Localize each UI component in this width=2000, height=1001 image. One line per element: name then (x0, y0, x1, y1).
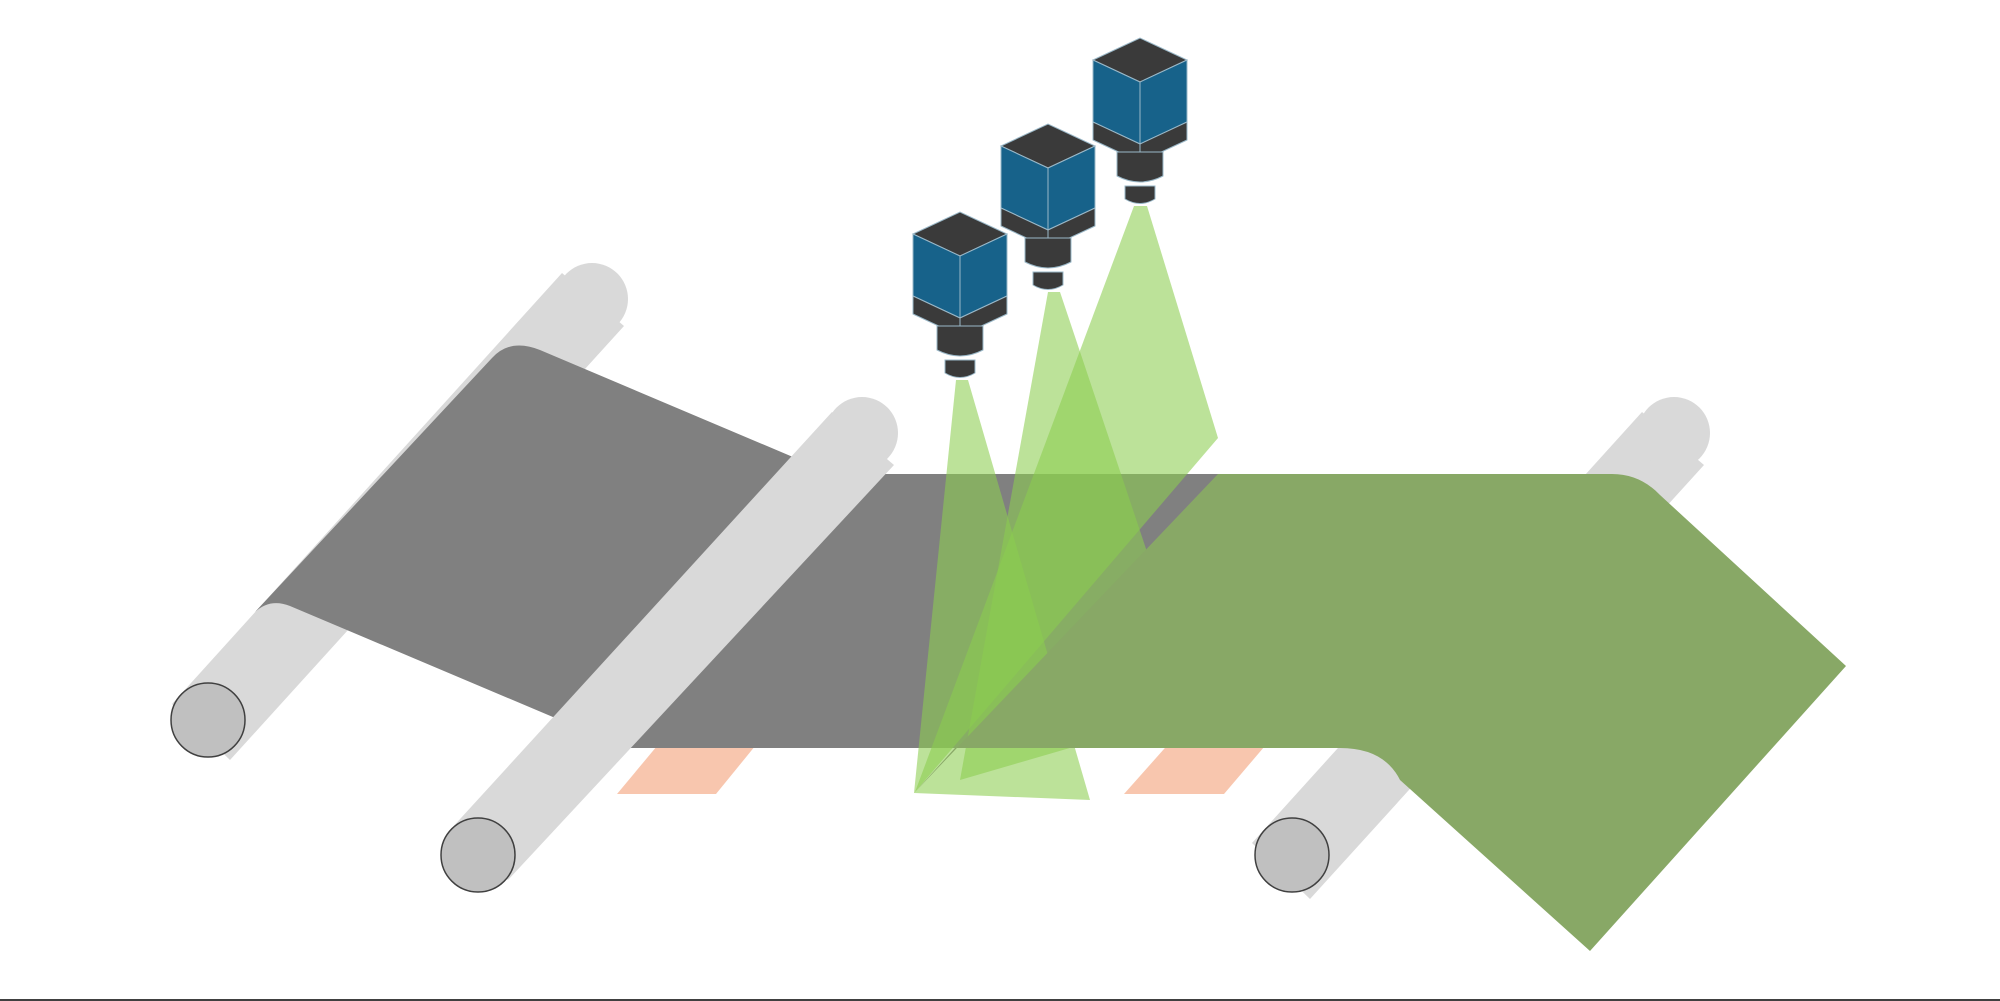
camera-1 (911, 211, 1009, 378)
roller-cap-middle (440, 817, 516, 893)
camera-3 (1091, 37, 1189, 204)
conveyor-belt-incline (255, 345, 800, 720)
roller-cap-right (1254, 817, 1330, 893)
roller-cap-left (170, 682, 246, 758)
support-leg-right (1124, 740, 1270, 794)
camera-2 (999, 123, 1097, 290)
front-middle-roller (450, 397, 898, 880)
support-leg-left (617, 740, 760, 794)
product-direction-arrow (914, 474, 1846, 951)
